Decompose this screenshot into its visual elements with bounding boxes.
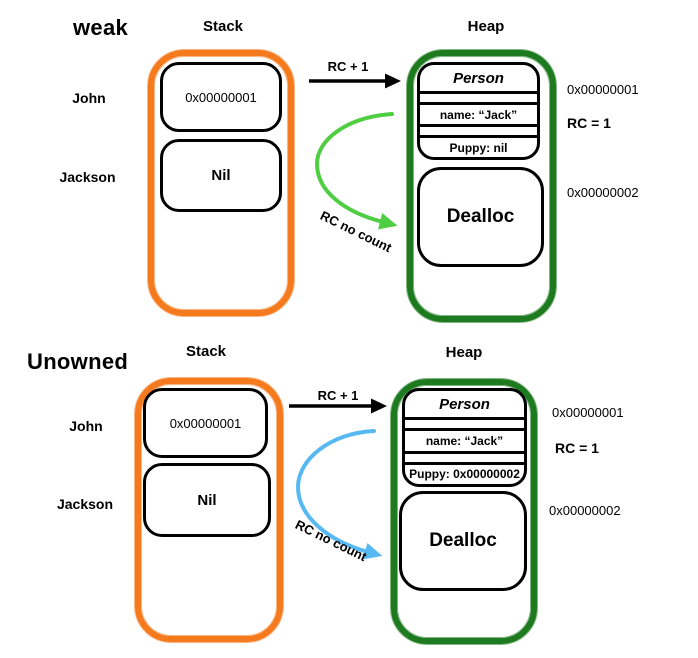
- weak-dealloc-object: Dealloc: [417, 167, 544, 267]
- weak-heap-label: Heap: [467, 18, 505, 35]
- unowned-rc-value: RC = 1: [555, 440, 599, 456]
- weak-person-object: Person name: “Jack” Puppy: nil: [417, 62, 540, 160]
- unowned-rc-arrow-label: RC + 1: [317, 388, 359, 403]
- unowned-panel-title: Unowned: [27, 349, 129, 374]
- weak-rc-value: RC = 1: [567, 115, 611, 131]
- unowned-dealloc-address: 0x00000002: [549, 503, 621, 518]
- unowned-stack-label: Stack: [185, 343, 227, 360]
- unowned-person-title: Person: [439, 395, 490, 413]
- weak-person-address: 0x00000001: [567, 82, 639, 97]
- weak-john-cell: 0x00000001: [160, 62, 282, 132]
- unowned-heap-label: Heap: [445, 344, 483, 361]
- unowned-jackson-cell: Nil: [143, 463, 271, 537]
- unowned-dealloc-object: Dealloc: [399, 491, 527, 591]
- unowned-person-address: 0x00000001: [552, 405, 624, 420]
- divider: [420, 124, 537, 138]
- weak-person-puppy-field: Puppy: nil: [449, 140, 508, 155]
- weak-person-name-field: name: “Jack”: [439, 107, 518, 122]
- unowned-no-count-label: RC no count: [292, 516, 370, 565]
- unowned-var-jackson-label: Jackson: [56, 496, 114, 512]
- divider: [405, 417, 524, 431]
- weak-panel-title: weak: [73, 15, 129, 40]
- unowned-john-value: 0x00000001: [169, 415, 242, 431]
- weak-var-john-label: John: [72, 90, 106, 106]
- divider: [420, 91, 537, 105]
- weak-reference-arrow: [314, 112, 398, 230]
- weak-john-value: 0x00000001: [185, 89, 257, 105]
- weak-rc-arrow-label: RC + 1: [327, 59, 369, 74]
- weak-jackson-cell: Nil: [160, 139, 282, 212]
- weak-dealloc-address: 0x00000002: [567, 185, 639, 200]
- weak-stack-container: [148, 50, 294, 316]
- weak-var-jackson-label: Jackson: [59, 169, 116, 185]
- unowned-person-name-field: name: “Jack”: [425, 433, 504, 448]
- unowned-john-cell: 0x00000001: [143, 388, 268, 458]
- unowned-stack-container: [135, 378, 283, 642]
- divider: [405, 450, 524, 465]
- unowned-heap-container: [391, 379, 537, 644]
- weak-dealloc-label: Dealloc: [446, 206, 515, 227]
- weak-person-title: Person: [453, 69, 504, 87]
- unowned-var-john-label: John: [69, 418, 103, 434]
- weak-heap-container: [407, 50, 556, 322]
- weak-stack-label: Stack: [202, 18, 244, 35]
- unowned-person-puppy-field: Puppy: 0x00000002: [409, 467, 520, 482]
- unowned-dealloc-label: Dealloc: [429, 530, 497, 551]
- weak-no-count-label: RC no count: [317, 207, 395, 256]
- unowned-person-object: Person name: “Jack” Puppy: 0x00000002: [402, 388, 527, 487]
- unowned-jackson-value: Nil: [197, 491, 217, 509]
- weak-jackson-value: Nil: [211, 167, 231, 184]
